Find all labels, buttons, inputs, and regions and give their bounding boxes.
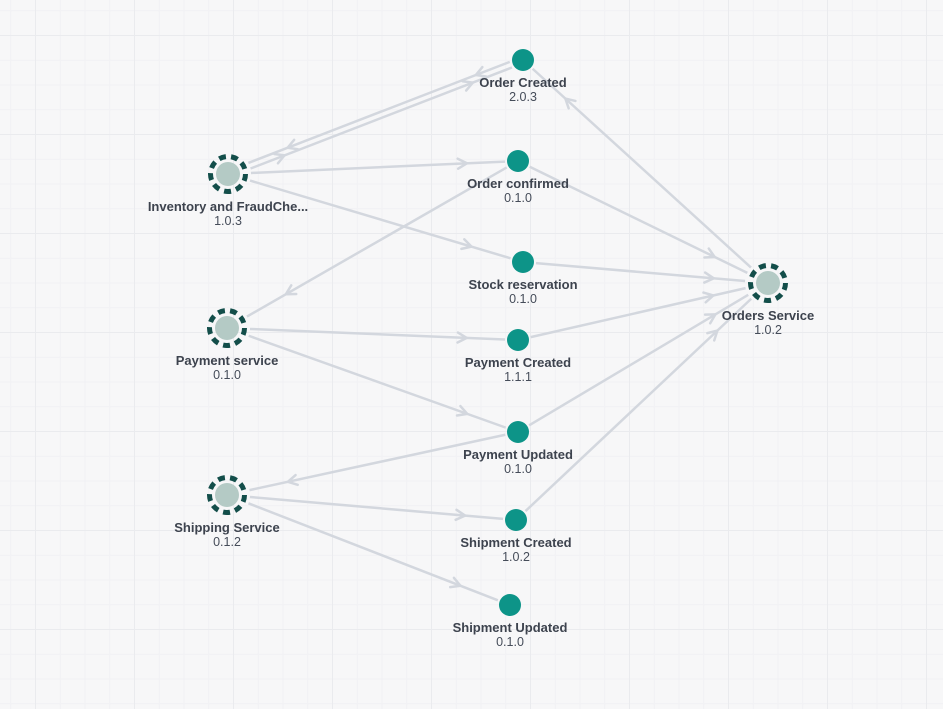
event-dot-icon — [512, 251, 534, 273]
node-version: 2.0.3 — [509, 90, 537, 104]
node-version: 0.1.0 — [504, 462, 532, 476]
node-label: Shipment Created — [460, 535, 572, 550]
edge-arrow-icon — [456, 157, 469, 170]
event-dot-icon — [505, 509, 527, 531]
node-version: 0.1.0 — [504, 191, 532, 205]
edge-arrow-icon — [706, 329, 719, 342]
edge-inventory-fraudcheck-service--order-confirmed — [250, 160, 506, 175]
edge-arrow-icon — [456, 331, 469, 344]
service-ring-icon — [207, 308, 247, 348]
node-label: Stock reservation — [468, 277, 578, 292]
edge-arrow-icon — [461, 79, 474, 92]
edge-arrow-icon — [284, 284, 298, 296]
edge-arrow-icon — [286, 138, 300, 151]
edge-payment-updated--shipping-service — [249, 433, 506, 492]
edge-shipment-created--orders-service — [524, 297, 753, 513]
edge-stock-reservation--orders-service — [535, 261, 746, 283]
edge-payment-updated--orders-service — [528, 293, 749, 427]
edge-order-confirmed--orders-service — [529, 165, 748, 275]
event-dot-icon — [507, 150, 529, 172]
edge-shipping-service--shipment-updated — [247, 502, 499, 602]
edge-arrow-icon — [702, 291, 715, 304]
edge-order-created--inventory-fraudcheck-service — [247, 60, 511, 165]
edge-arrow-icon — [564, 97, 577, 110]
node-version: 0.1.2 — [213, 535, 241, 549]
node-version: 0.1.0 — [496, 635, 524, 649]
service-ring-icon — [207, 475, 247, 515]
edge-arrow-icon — [455, 404, 469, 417]
node-label: Payment service — [175, 353, 279, 368]
node-label: Order confirmed — [467, 176, 569, 191]
node-inventory-fraudcheck-service[interactable]: Inventory and FraudChe...1.0.3 — [128, 151, 328, 229]
edge-inventory-fraudcheck-service--stock-reservation — [249, 179, 511, 260]
node-label: Orders Service — [721, 308, 815, 323]
node-version: 1.1.1 — [504, 370, 532, 384]
node-label: Shipping Service — [174, 520, 280, 535]
event-dot-icon — [499, 594, 521, 616]
edge-arrow-icon — [460, 238, 473, 251]
service-ring-icon — [748, 263, 788, 303]
event-dot-icon — [507, 329, 529, 351]
node-version: 1.0.2 — [754, 323, 782, 337]
edge-payment-service--payment-updated — [248, 334, 507, 429]
node-version: 1.0.3 — [214, 214, 242, 228]
event-dot-icon — [507, 421, 529, 443]
node-version: 1.0.2 — [502, 550, 530, 564]
edge-arrow-icon — [474, 65, 488, 78]
edge-arrow-icon — [454, 508, 467, 522]
node-label: Shipment Updated — [452, 620, 568, 635]
edge-arrow-icon — [449, 576, 462, 589]
node-label: Order Created — [479, 75, 567, 90]
node-label: Payment Updated — [463, 447, 573, 462]
edge-arrow-icon — [703, 313, 717, 325]
edge-order-confirmed--payment-service — [246, 166, 508, 318]
edge-payment-service--payment-created — [249, 327, 506, 341]
node-label: Inventory and FraudChe... — [147, 199, 309, 214]
edge-arrow-icon — [273, 152, 286, 165]
edge-arrow-icon — [286, 473, 299, 487]
edge-shipping-service--shipment-created — [249, 495, 504, 521]
node-label: Payment Created — [464, 355, 572, 370]
event-dot-icon — [512, 49, 534, 71]
node-version: 0.1.0 — [509, 292, 537, 306]
edge-payment-created--orders-service — [530, 286, 746, 339]
edge-inventory-fraudcheck-service--order-created — [250, 66, 513, 170]
edge-arrow-icon — [703, 271, 715, 284]
edge-arrow-icon — [703, 247, 716, 259]
service-ring-icon — [208, 154, 248, 194]
node-version: 0.1.0 — [213, 368, 241, 382]
edge-orders-service--order-created — [531, 67, 752, 269]
